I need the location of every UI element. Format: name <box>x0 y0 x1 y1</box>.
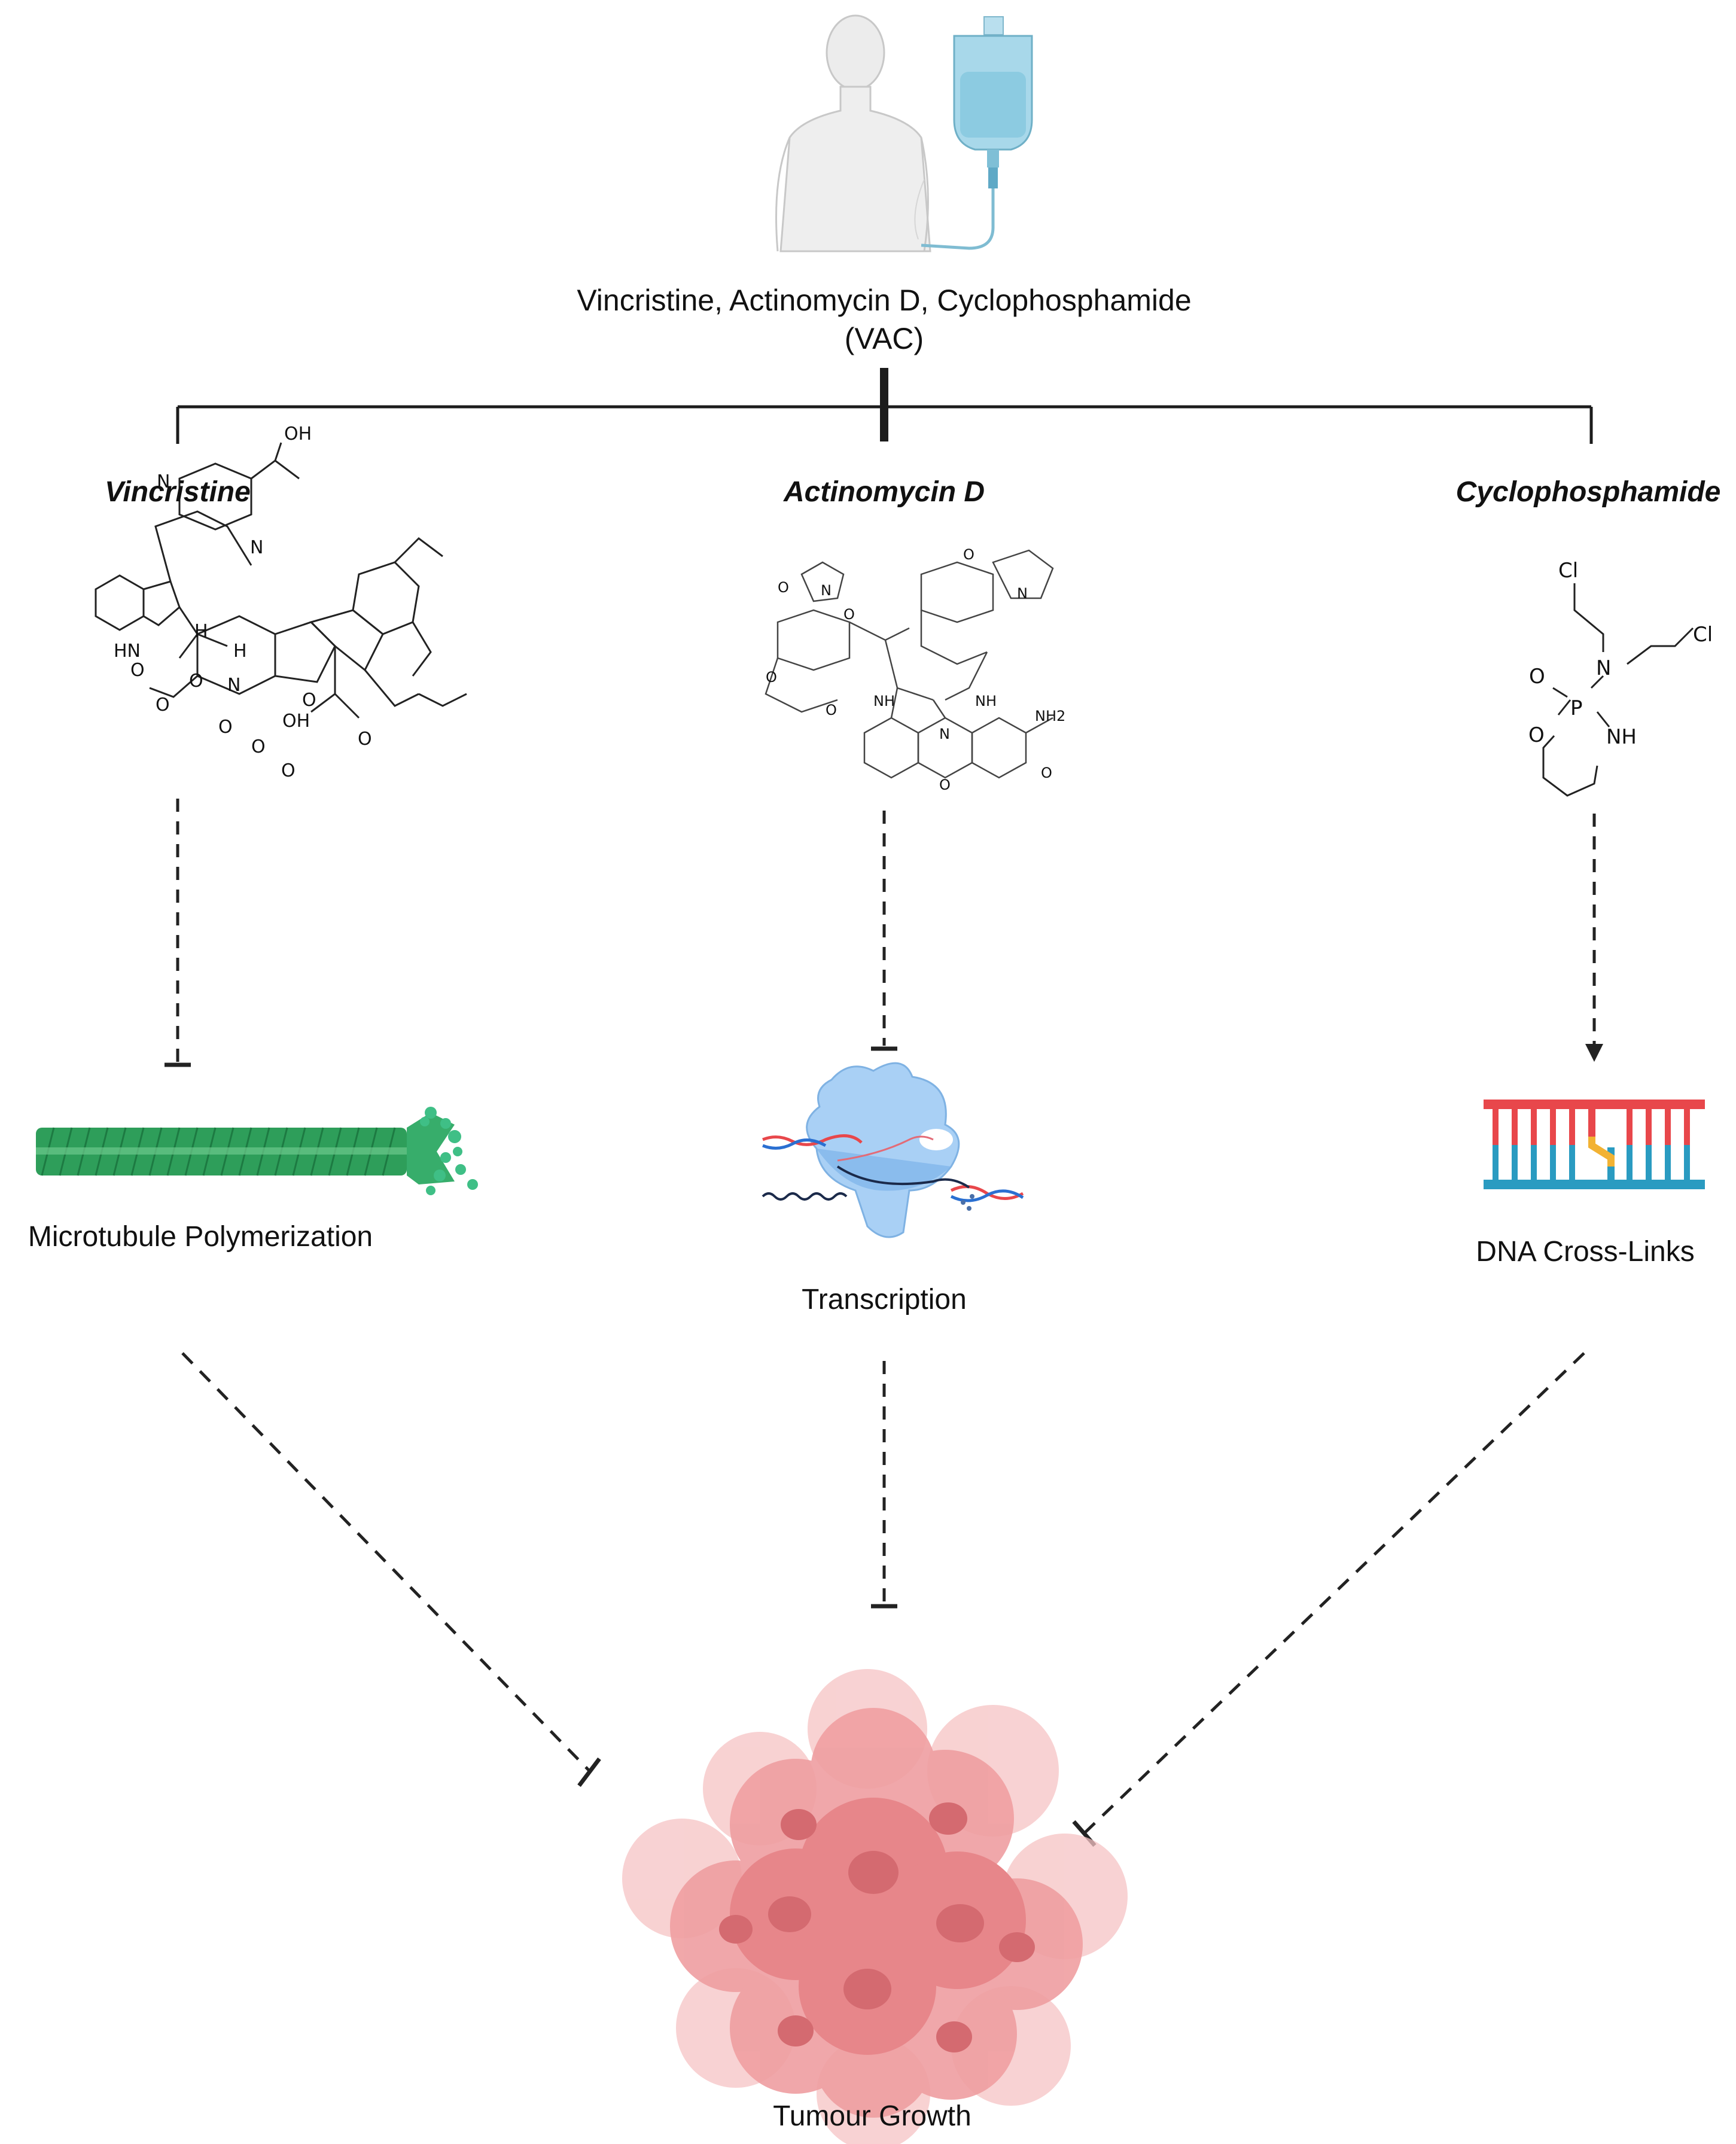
regimen-title: Vincristine, Actinomycin D, Cyclophospha… <box>577 281 1191 358</box>
dna-crosslink-icon <box>1484 1100 1705 1189</box>
atom-label: NH2 <box>1035 708 1065 724</box>
atom-label: N <box>227 675 240 696</box>
atom-label: O <box>843 606 855 623</box>
actinomycin-structure <box>765 549 1054 779</box>
actinomycin-inhibits-transcription <box>871 811 897 1051</box>
iv-tube <box>921 188 995 250</box>
atom-label: O <box>189 671 203 692</box>
target-label-dna-cross-links: DNA Cross-Links <box>1476 1236 1695 1268</box>
atom-label: HN <box>114 641 141 662</box>
target-label-transcription: Transcription <box>802 1284 967 1315</box>
microtubule-icon <box>36 1107 478 1195</box>
atom-label: Cl <box>1558 559 1578 583</box>
atom-label: Cl <box>1693 623 1713 647</box>
atom-label: O <box>963 546 974 563</box>
atom-label: N <box>1017 585 1028 602</box>
patient-silhouette-icon <box>775 14 931 252</box>
atom-label: O <box>939 776 951 793</box>
atom-label: N <box>939 726 950 742</box>
branch-bracket <box>176 368 1593 444</box>
drug-label-cyclophosphamide: Cyclophosphamide <box>1455 476 1721 508</box>
cyclophosphamide-causes-crosslinks <box>1585 814 1603 1062</box>
atom-label: O <box>358 729 372 750</box>
transcription-inhibits-tumour <box>871 1361 897 1609</box>
atom-label: O <box>826 702 837 718</box>
rna-polymerase-icon <box>762 1062 1024 1238</box>
cyclophosphamide-structure <box>1542 583 1694 797</box>
atom-label: NH <box>873 693 895 709</box>
atom-label: OH <box>282 711 310 732</box>
outcome-label-tumour-growth: Tumour Growth <box>773 2100 971 2132</box>
iv-bag-icon <box>953 16 1033 188</box>
atom-label: O <box>130 660 145 681</box>
atom-label: OH <box>284 424 312 444</box>
atom-label: NH <box>975 693 997 709</box>
atom-label: N <box>1596 656 1611 680</box>
regimen-title-line1: Vincristine, Actinomycin D, Cyclophospha… <box>577 284 1192 317</box>
atom-label: O <box>778 579 789 596</box>
cyclophosphamide-atom-labels: Cl Cl O N P O NH <box>1528 559 1713 749</box>
atom-label: O <box>251 736 266 757</box>
drug-label-actinomycin-d: Actinomycin D <box>783 476 985 508</box>
tumour-cluster-icon <box>622 1669 1128 2144</box>
vincristine-inhibits-microtubule <box>165 799 191 1067</box>
atom-label: O <box>1041 765 1052 781</box>
actinomycin-atom-labels: O N O O O N O NH NH NH2 N O O <box>766 546 1065 793</box>
atom-label: O <box>1528 723 1545 747</box>
atom-label: O <box>766 669 777 686</box>
atom-label: N <box>250 537 263 558</box>
atom-label: O <box>302 690 316 711</box>
atom-label: P <box>1570 696 1583 720</box>
atom-label: NH <box>1606 725 1637 749</box>
regimen-title-line2: (VAC) <box>844 322 924 355</box>
target-label-microtubule-polymerization: Microtubule Polymerization <box>28 1221 373 1253</box>
atom-label: N <box>157 471 170 492</box>
vincristine-structure <box>95 442 467 719</box>
drug-label-vincristine: Vincristine <box>105 476 251 508</box>
atom-label: O <box>156 695 170 715</box>
vincristine-atom-labels: OH N H N HN O O O N O H OH O O O O <box>114 424 372 781</box>
atom-label: N <box>821 582 832 599</box>
atom-label: H <box>194 621 208 642</box>
atom-label: H <box>233 641 247 662</box>
atom-label: O <box>1529 665 1545 689</box>
atom-label: O <box>281 760 296 781</box>
atom-label: O <box>218 717 233 738</box>
microtubule-inhibits-tumour <box>181 1352 601 1787</box>
crosslinks-inhibit-tumour <box>1072 1352 1585 1847</box>
